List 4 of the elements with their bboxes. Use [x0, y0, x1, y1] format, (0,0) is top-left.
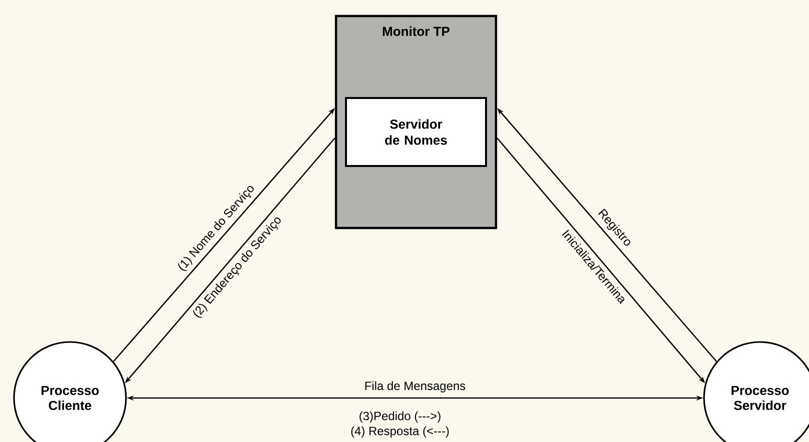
message-label: (4) Resposta (<---): [351, 426, 449, 438]
message-label: (3)Pedido (--->): [360, 411, 440, 423]
edge-label: Fila de Mensagens: [365, 381, 466, 392]
server-box: Servidor de Nomes: [345, 97, 487, 167]
